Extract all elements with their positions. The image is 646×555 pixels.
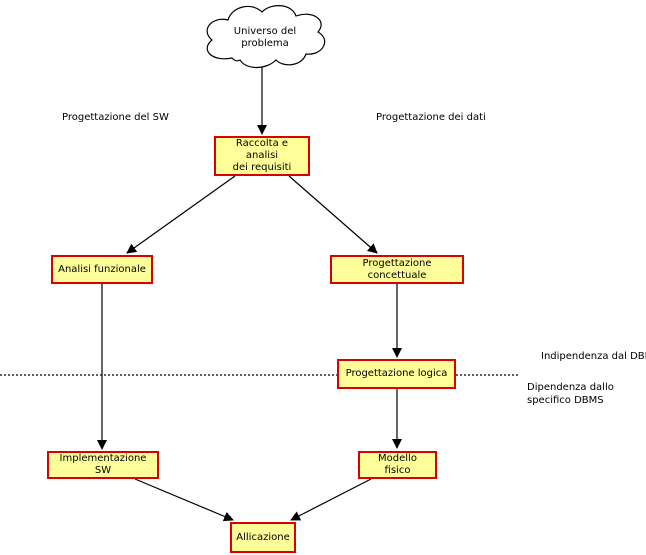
- cloud-shape: [206, 5, 326, 69]
- node-application[interactable]: Allicazione: [230, 522, 296, 553]
- right-header-label: Progettazione dei dati: [376, 112, 486, 123]
- node-functional-analysis[interactable]: Analisi funzionale: [51, 255, 153, 284]
- independence-label: Indipendenza dal DBMS: [541, 351, 646, 362]
- node-physical-model[interactable]: Modello fisico: [358, 451, 437, 479]
- arrow-requirements-to-conceptual: [288, 175, 378, 254]
- arrow-requirements-to-functional: [126, 175, 236, 254]
- dependence-label: Dipendenza dallo specifico DBMS: [527, 382, 614, 406]
- arrow-physical-to-application: [290, 478, 372, 521]
- cloud-label: Universo del problema: [233, 26, 297, 49]
- node-requirements[interactable]: Raccolta e analisi dei requisiti: [214, 136, 310, 176]
- node-sw-implementation[interactable]: Implementazione SW: [47, 451, 159, 479]
- node-logical-design[interactable]: Progettazione logica: [337, 359, 456, 389]
- node-conceptual-design[interactable]: Progettazione concettuale: [330, 255, 464, 284]
- arrow-implementation-to-application: [134, 478, 234, 522]
- left-header-label: Progettazione del SW: [62, 112, 169, 123]
